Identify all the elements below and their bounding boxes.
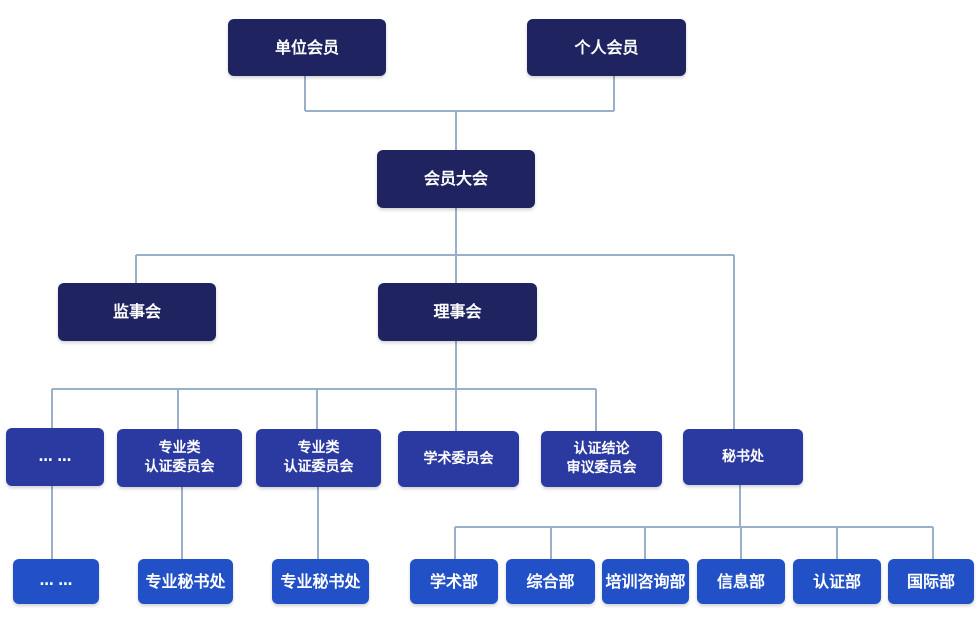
individual-member-node: 个人会员	[527, 19, 686, 76]
dept-training-node: 培训咨询部	[602, 559, 689, 604]
dept-info-label: 信息部	[716, 571, 765, 591]
council-label: 理事会	[433, 302, 482, 322]
ellipsis-sub-node: … …	[13, 559, 99, 604]
dept-academic-label: 学术部	[429, 571, 478, 591]
academic-committee-label: 学术委员会	[423, 450, 494, 467]
dept-general-node: 综合部	[506, 559, 595, 604]
unit-member-label: 单位会员	[274, 37, 339, 57]
ellipsis-committee-label: … …	[38, 448, 72, 465]
review-committee-label: 认证结论 审议委员会	[566, 441, 637, 476]
review-committee-node: 认证结论 审议委员会	[541, 431, 662, 487]
cert-committee-label-2: 专业类 认证委员会	[283, 440, 354, 475]
professional-secretariat-label-1: 专业秘书处	[145, 571, 226, 591]
cert-committee-label-1: 专业类 认证委员会	[144, 440, 215, 475]
professional-secretariat-node-2: 专业秘书处	[272, 559, 369, 604]
cert-committee-node-2: 专业类 认证委员会	[256, 429, 381, 487]
ellipsis-sub-label: … …	[39, 573, 73, 590]
dept-cert-node: 认证部	[793, 559, 881, 604]
cert-committee-node-1: 专业类 认证委员会	[117, 429, 242, 487]
secretariat-node: 秘书处	[683, 429, 803, 485]
supervisory-board-node: 监事会	[58, 283, 216, 341]
dept-info-node: 信息部	[697, 559, 785, 604]
secretariat-label: 秘书处	[722, 448, 764, 465]
individual-member-label: 个人会员	[574, 37, 639, 57]
dept-general-label: 综合部	[526, 571, 575, 591]
dept-academic-node: 学术部	[410, 559, 498, 604]
dept-intl-node: 国际部	[888, 559, 974, 604]
unit-member-node: 单位会员	[228, 19, 386, 76]
ellipsis-committee-node: … …	[6, 428, 104, 486]
supervisory-board-label: 监事会	[112, 302, 161, 322]
dept-training-label: 培训咨询部	[605, 571, 686, 591]
council-node: 理事会	[378, 283, 537, 341]
general-assembly-node: 会员大会	[377, 150, 535, 208]
professional-secretariat-node-1: 专业秘书处	[138, 559, 233, 604]
professional-secretariat-label-2: 专业秘书处	[280, 571, 361, 591]
dept-intl-label: 国际部	[906, 571, 955, 591]
dept-cert-label: 认证部	[812, 571, 861, 591]
general-assembly-label: 会员大会	[423, 169, 488, 189]
academic-committee-node: 学术委员会	[398, 431, 519, 487]
